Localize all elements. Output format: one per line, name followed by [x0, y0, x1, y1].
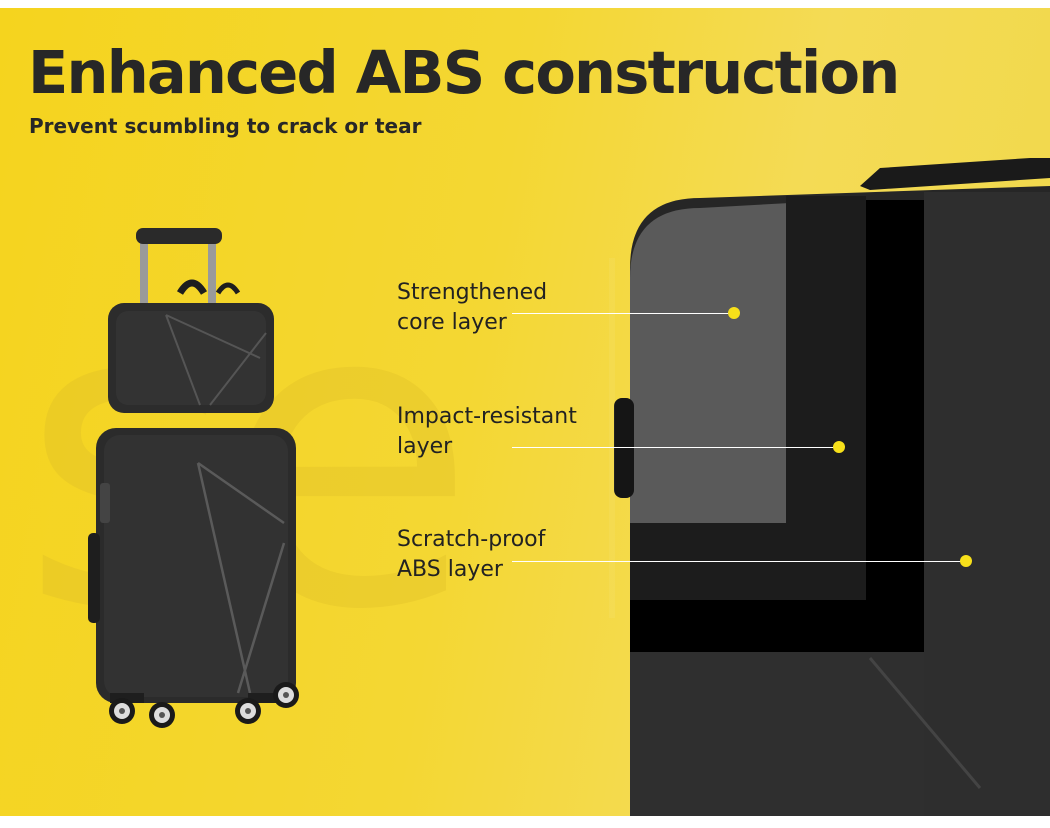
layer-label-scratch-line2: ABS layer — [397, 557, 503, 582]
scratch-layer-leader-line — [512, 561, 966, 562]
core-layer-leader-line — [512, 313, 734, 314]
page-subtitle: Prevent scumbling to crack or tear — [29, 114, 422, 138]
layer-label-core: Strengthened core layer — [397, 278, 547, 338]
core-layer-marker — [728, 307, 740, 319]
layer-label-impact-line2: layer — [397, 434, 453, 459]
layer-label-core-line2: core layer — [397, 310, 507, 335]
page-title: Enhanced ABS construction — [28, 38, 900, 107]
layer-label-scratch-line1: Scratch-proof — [397, 527, 546, 552]
impact-layer-leader-line — [512, 447, 838, 448]
layer-label-core-line1: Strengthened — [397, 280, 548, 305]
scratch-layer-marker — [960, 555, 972, 567]
layer-label-impact-line1: Impact-resistant — [397, 404, 577, 429]
layer-label-scratch: Scratch-proof ABS layer — [397, 525, 545, 585]
impact-layer-marker — [833, 441, 845, 453]
layer-label-impact: Impact-resistant layer — [397, 402, 577, 462]
product-banner: se Enhanced ABS construction Prevent scu… — [0, 8, 1050, 816]
luggage-set-image — [88, 228, 299, 728]
shell-cross-section-image — [609, 158, 1050, 816]
